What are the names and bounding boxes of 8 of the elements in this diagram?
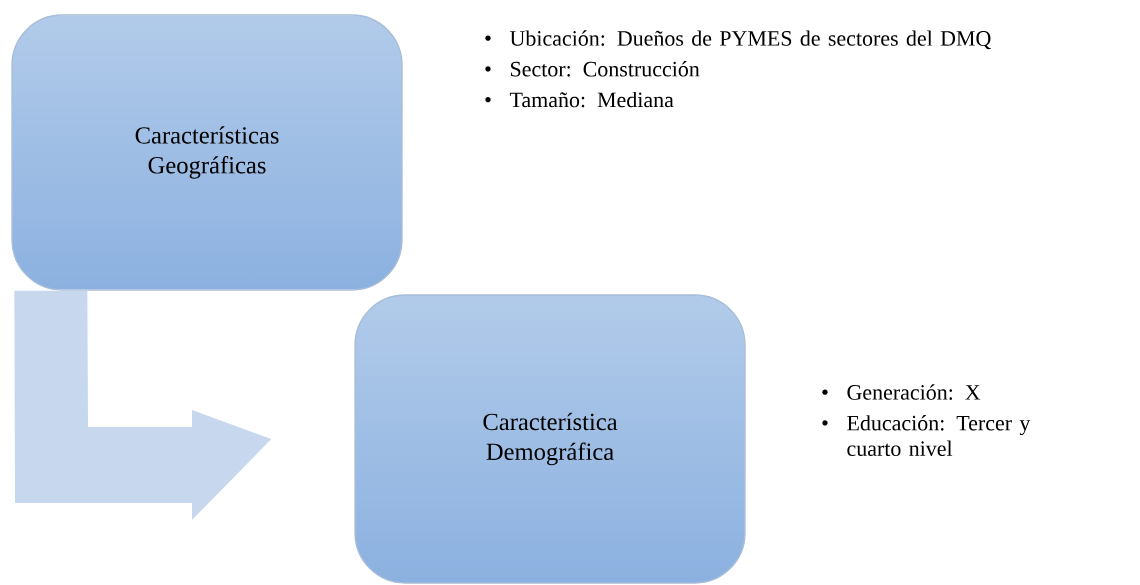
rounded-box: Característica Demográfica xyxy=(354,294,746,584)
rounded-box: Características Geográficas xyxy=(11,14,403,291)
list-item: Tamaño: Mediana xyxy=(509,91,674,108)
list-item: Sector: Construcción xyxy=(511,61,700,77)
list-item: Ubicación: Dueños de PYMES de sectores del DMQ xyxy=(510,30,991,50)
list-item: Generación: X xyxy=(847,384,981,400)
bent-arrow xyxy=(14,290,272,520)
list-item: Educación: Tercer y cuarto nivel xyxy=(847,415,1031,457)
